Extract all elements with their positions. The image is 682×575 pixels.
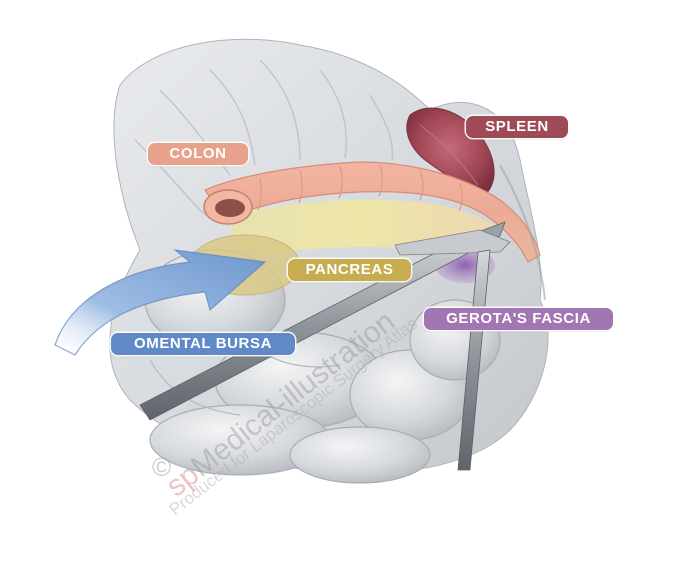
colon-organ bbox=[204, 161, 541, 263]
omental-bursa-arrow bbox=[54, 249, 267, 356]
surgical-instrument-retractor bbox=[394, 229, 511, 471]
gerotas-fascia-label: GEROTA'S FASCIA bbox=[424, 308, 613, 330]
pancreas-label: PANCREAS bbox=[288, 259, 411, 281]
colon-haustra bbox=[257, 164, 463, 212]
tissue-folds bbox=[134, 59, 394, 216]
omental-bursa-label: OMENTAL BURSA bbox=[111, 333, 295, 355]
abdominal-wall-edge bbox=[499, 164, 546, 301]
colon-label: COLON bbox=[148, 143, 248, 165]
spleen-label: SPLEEN bbox=[466, 116, 568, 138]
